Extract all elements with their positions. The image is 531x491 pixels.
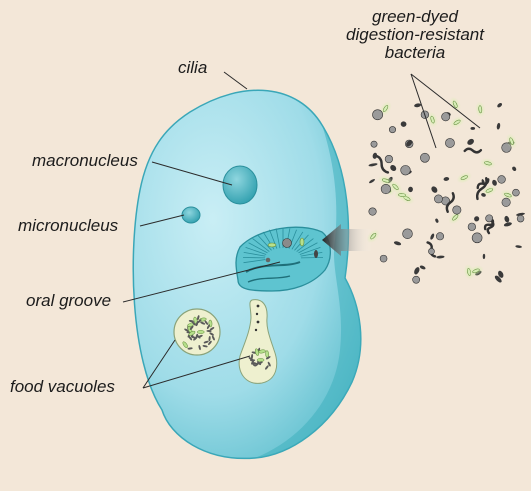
bacterium (401, 165, 411, 175)
bacterium (468, 223, 476, 231)
label-oral-groove: oral groove (26, 292, 111, 310)
bacterium (515, 245, 522, 248)
bacterium (414, 103, 422, 108)
bacterium (430, 185, 439, 194)
bacterium (372, 152, 378, 159)
bacterium (408, 186, 413, 192)
label-food-vacuoles: food vacuoles (10, 378, 115, 396)
bacterium (389, 164, 397, 172)
bacterium (434, 195, 442, 203)
bacterium (413, 276, 420, 283)
bacterium (436, 255, 444, 259)
bacterium (504, 215, 510, 223)
bacterium (443, 177, 449, 182)
bacterium (502, 198, 510, 206)
bacterium (369, 208, 377, 216)
bacterium (483, 254, 486, 259)
macronucleus (223, 166, 257, 204)
bacteria-cloud (364, 95, 525, 284)
bacterium (400, 121, 407, 128)
bacterium (380, 255, 387, 262)
bacterium (371, 141, 377, 147)
groove-particle (300, 238, 304, 246)
bacterium (470, 127, 475, 130)
vacuole-particle (257, 358, 264, 361)
groove-particle (266, 258, 271, 263)
bacterium (435, 218, 439, 223)
label-bacteria-line1: green-dyed (300, 8, 530, 26)
bacterium (393, 241, 401, 246)
bacterium (398, 193, 405, 196)
micronucleus (182, 207, 200, 223)
bacterium (472, 233, 482, 243)
groove-particle (283, 239, 292, 248)
bacterium (517, 215, 524, 222)
bacterium (496, 123, 500, 130)
bacterium (368, 178, 375, 184)
bacterium (420, 153, 429, 162)
groove-particle (314, 250, 318, 258)
bacterium (428, 248, 434, 254)
bacterium (442, 113, 450, 121)
bacterium (465, 148, 481, 153)
bacterium (473, 215, 480, 222)
bacterium (512, 189, 519, 196)
bacterium (413, 266, 421, 275)
label-macronucleus: macronucleus (32, 152, 138, 170)
bacterium (498, 176, 506, 184)
food-vacuole (174, 309, 220, 355)
vacuole-particle (197, 330, 204, 333)
groove-particle (268, 243, 276, 247)
bacterium (373, 110, 383, 120)
bacterium (385, 155, 393, 163)
bacterium (429, 233, 435, 240)
label-cilia: cilia (178, 59, 207, 77)
label-bacteria-line2: digestion-resistant (300, 26, 530, 44)
bacterium (445, 138, 454, 147)
bacterium (419, 265, 426, 271)
bacterium (389, 126, 395, 132)
bacterium (453, 206, 461, 214)
bacterium (436, 233, 443, 240)
bacterium (368, 163, 377, 167)
bacterium (466, 138, 475, 147)
bacterium (511, 166, 517, 172)
bacterium (403, 229, 413, 239)
label-bacteria-line3: bacteria (300, 44, 530, 62)
bacterium (503, 222, 512, 228)
label-bacteria: green-dyed digestion-resistant bacteria (300, 8, 530, 62)
label-micronucleus: micronucleus (18, 217, 118, 235)
bacterium (496, 102, 502, 108)
bacterium (381, 184, 391, 194)
